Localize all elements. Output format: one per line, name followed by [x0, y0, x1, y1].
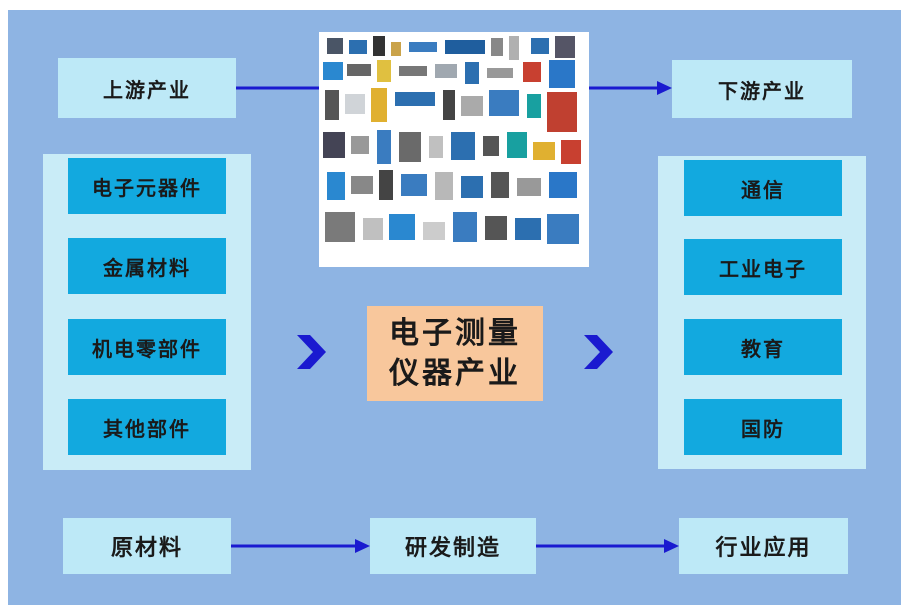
left-item-other-parts: 其他部件	[68, 399, 226, 455]
arrow-rd-to-app	[536, 539, 679, 553]
left-item-label: 金属材料	[103, 255, 191, 280]
arrow-raw-to-rd	[231, 539, 370, 553]
left-item-label: 电子元器件	[92, 175, 202, 200]
right-item-communications: 通信	[684, 160, 842, 216]
raw-materials-label: 原材料	[110, 536, 183, 561]
right-item-label: 工业电子	[719, 256, 807, 281]
left-item-electronic-components: 电子元器件	[68, 158, 226, 214]
rd-manufacturing-label: 研发制造	[404, 536, 501, 561]
right-item-label: 国防	[741, 416, 785, 441]
downstream-box: 下游产业	[672, 60, 852, 118]
right-item-label: 教育	[741, 336, 785, 361]
upstream-label: 上游产业	[103, 77, 191, 102]
arrow-photo-to-downstream	[589, 81, 672, 95]
center-line-1: 电子测量	[389, 315, 521, 351]
center-line-2: 仪器产业	[389, 355, 521, 391]
right-item-defense: 国防	[684, 399, 842, 455]
instrument-collage-image	[319, 32, 589, 267]
right-item-industrial-electronics: 工业电子	[684, 239, 842, 295]
rd-manufacturing-box: 研发制造	[370, 518, 536, 574]
chevron-center-to-right	[584, 335, 613, 369]
instrument-photo	[319, 32, 589, 267]
left-item-electromechanical-parts: 机电零部件	[68, 319, 226, 375]
industry-application-box: 行业应用	[679, 518, 848, 574]
industry-application-label: 行业应用	[715, 536, 812, 561]
left-item-metal-materials: 金属材料	[68, 238, 226, 294]
center-industry-box: 电子测量 仪器产业	[367, 306, 543, 401]
chevron-left-to-center	[297, 335, 326, 369]
left-item-label: 其他部件	[103, 416, 191, 441]
upstream-box: 上游产业	[58, 58, 236, 118]
right-item-label: 通信	[741, 177, 785, 202]
right-item-education: 教育	[684, 319, 842, 375]
left-item-label: 机电零部件	[92, 336, 202, 361]
downstream-label: 下游产业	[718, 78, 806, 103]
raw-materials-box: 原材料	[63, 518, 231, 574]
